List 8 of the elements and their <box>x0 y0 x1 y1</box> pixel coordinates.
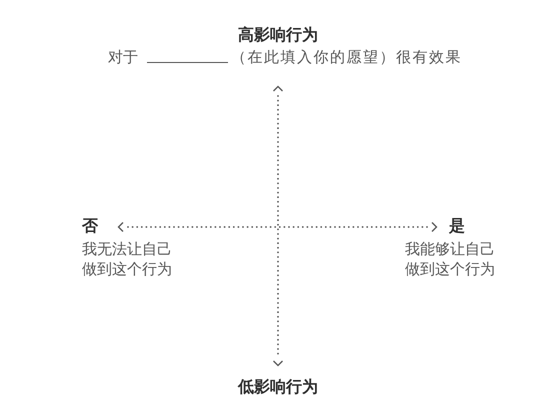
axis-label: 否 <box>82 216 98 237</box>
axis-label: 低影响行为 <box>238 377 318 398</box>
axis-label: 高影响行为 <box>238 25 318 46</box>
description-text: 我能够让自己做到这个行为 <box>405 240 496 279</box>
prompt-text: 对于 <box>108 48 138 68</box>
description-text: 我无法让自己做到这个行为 <box>82 240 173 279</box>
prompt-text: （在此填入你的愿望）很有效果 <box>231 48 462 68</box>
axis-label: 是 <box>449 216 465 237</box>
